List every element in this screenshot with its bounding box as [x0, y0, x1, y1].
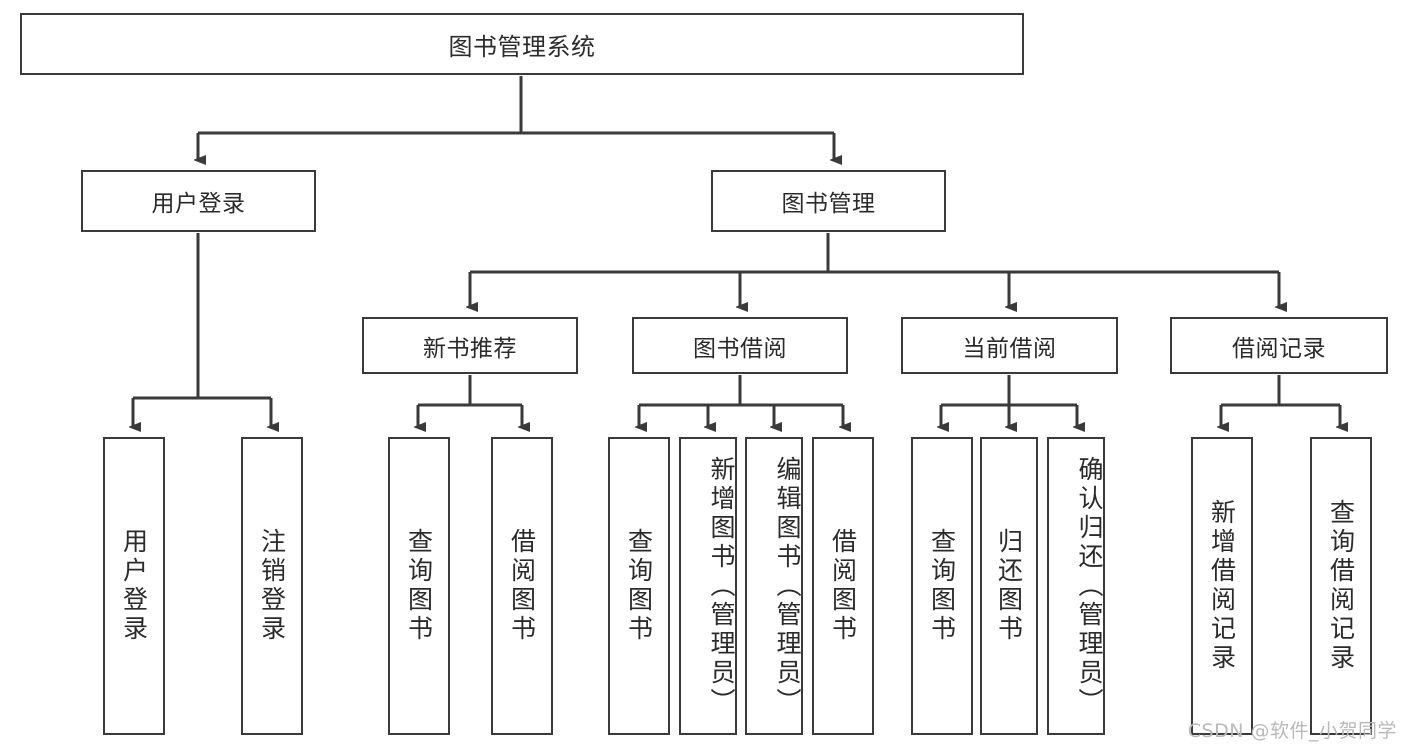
node-label: 当前借阅	[962, 335, 1057, 362]
node-label: 查询图书	[404, 528, 434, 644]
node-label: 图书管理系统	[448, 32, 596, 61]
leaf-return-book[interactable]: 归还图书	[980, 437, 1038, 735]
node-book-borrow[interactable]: 图书借阅	[632, 317, 848, 374]
node-label: 借阅记录	[1232, 335, 1326, 362]
leaf-borrow-book-newbook[interactable]: 借阅图书	[491, 437, 553, 735]
node-label: 确认归还（管理员）	[1075, 455, 1104, 717]
node-current-borrow[interactable]: 当前借阅	[901, 317, 1118, 374]
leaf-user-login[interactable]: 用户登录	[103, 437, 165, 735]
leaf-query-book-newbook[interactable]: 查询图书	[388, 437, 450, 735]
node-label: 新书推荐	[423, 335, 517, 362]
watermark-text: CSDN @软件_小贺同学	[1187, 720, 1397, 742]
leaf-query-borrow-record[interactable]: 查询借阅记录	[1310, 437, 1372, 735]
node-label: 注销登录	[257, 528, 287, 644]
leaf-confirm-return-admin[interactable]: 确认归还（管理员）	[1047, 437, 1105, 735]
node-label: 用户登录	[119, 528, 149, 644]
node-book-management[interactable]: 图书管理	[711, 170, 946, 232]
node-label: 新增图书（管理员）	[707, 455, 736, 717]
leaf-borrow-book[interactable]: 借阅图书	[812, 437, 874, 735]
leaf-query-book-current[interactable]: 查询图书	[911, 437, 973, 735]
node-borrow-record[interactable]: 借阅记录	[1170, 317, 1388, 374]
node-root-system[interactable]: 图书管理系统	[20, 13, 1024, 75]
node-label: 查询借阅记录	[1326, 499, 1356, 673]
node-label: 新增借阅记录	[1207, 499, 1237, 673]
node-label: 用户登录	[151, 191, 246, 217]
node-label: 查询图书	[624, 528, 654, 644]
leaf-logout[interactable]: 注销登录	[241, 437, 303, 735]
leaf-query-book-borrow[interactable]: 查询图书	[608, 437, 670, 735]
node-label: 编辑图书（管理员）	[773, 455, 802, 717]
leaf-add-book-admin[interactable]: 新增图书（管理员）	[679, 437, 737, 735]
node-label: 归还图书	[994, 528, 1024, 644]
leaf-add-borrow-record[interactable]: 新增借阅记录	[1191, 437, 1253, 735]
node-label: 查询图书	[927, 528, 957, 644]
node-label: 图书借阅	[693, 335, 787, 362]
node-label: 图书管理	[781, 191, 876, 217]
node-user-login[interactable]: 用户登录	[81, 170, 316, 232]
node-new-book-recommend[interactable]: 新书推荐	[362, 317, 578, 374]
node-label: 借阅图书	[828, 528, 858, 644]
node-label: 借阅图书	[507, 528, 537, 644]
leaf-edit-book-admin[interactable]: 编辑图书（管理员）	[745, 437, 803, 735]
